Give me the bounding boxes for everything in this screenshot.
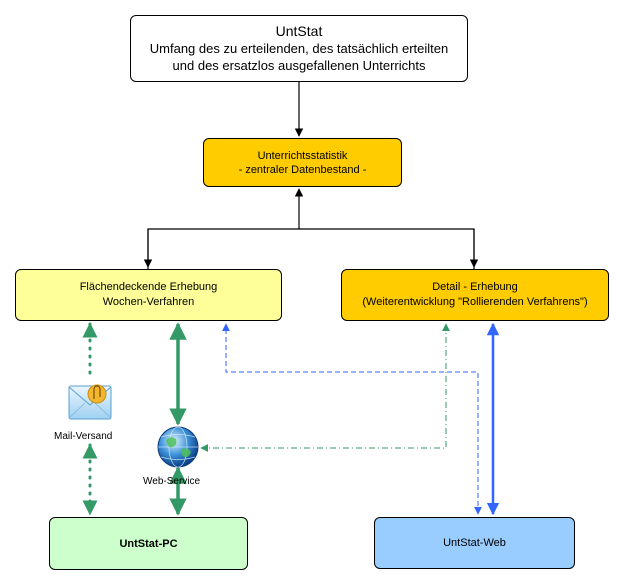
detail-erhebung-box: Detail - Erhebung (Weiterentwicklung "Ro… xyxy=(341,269,609,321)
unterrichtsstatistik-subtitle: - zentraler Datenbestand - xyxy=(238,163,367,176)
untstat-web-label: UntStat-Web xyxy=(443,537,506,549)
flaechendeckende-erhebung-title: Flächendeckende Erhebung xyxy=(79,281,218,293)
unterrichtsstatistik-title: Unterrichtsstatistik xyxy=(257,149,348,162)
globe-icon xyxy=(157,426,199,468)
untstat-description-line1: Umfang des zu erteilenden, des tatsächli… xyxy=(149,41,449,56)
detail-erhebung-subtitle: (Weiterentwicklung "Rollierenden Verfahr… xyxy=(362,296,588,308)
untstat-description-line2: und des ersatzlos ausgefallenen Unterric… xyxy=(172,58,426,73)
untstat-pc-label: UntStat-PC xyxy=(119,537,178,550)
web-service-label: Web-Service xyxy=(143,476,201,487)
edge-erhebungen-to-statistik xyxy=(147,189,475,269)
envelope-paperclip-icon xyxy=(68,384,112,420)
edge-detail-to-webservice xyxy=(200,323,450,452)
untstat-title-box: UntStat Umfang des zu erteilenden, des t… xyxy=(130,15,468,82)
flaechendeckende-erhebung-subtitle: Wochen-Verfahren xyxy=(102,296,195,308)
edge-web-to-flaechen xyxy=(222,323,482,515)
unterrichtsstatistik-box: Unterrichtsstatistik - zentraler Datenbe… xyxy=(203,138,402,187)
detail-erhebung-title: Detail - Erhebung xyxy=(432,281,518,293)
untstat-web-box: UntStat-Web xyxy=(374,517,575,569)
mail-versand-label: Mail-Versand xyxy=(54,431,113,442)
untstat-pc-box: UntStat-PC xyxy=(49,517,248,570)
untstat-title: UntStat xyxy=(275,23,323,39)
flaechendeckende-erhebung-box: Flächendeckende Erhebung Wochen-Verfahre… xyxy=(15,269,282,321)
